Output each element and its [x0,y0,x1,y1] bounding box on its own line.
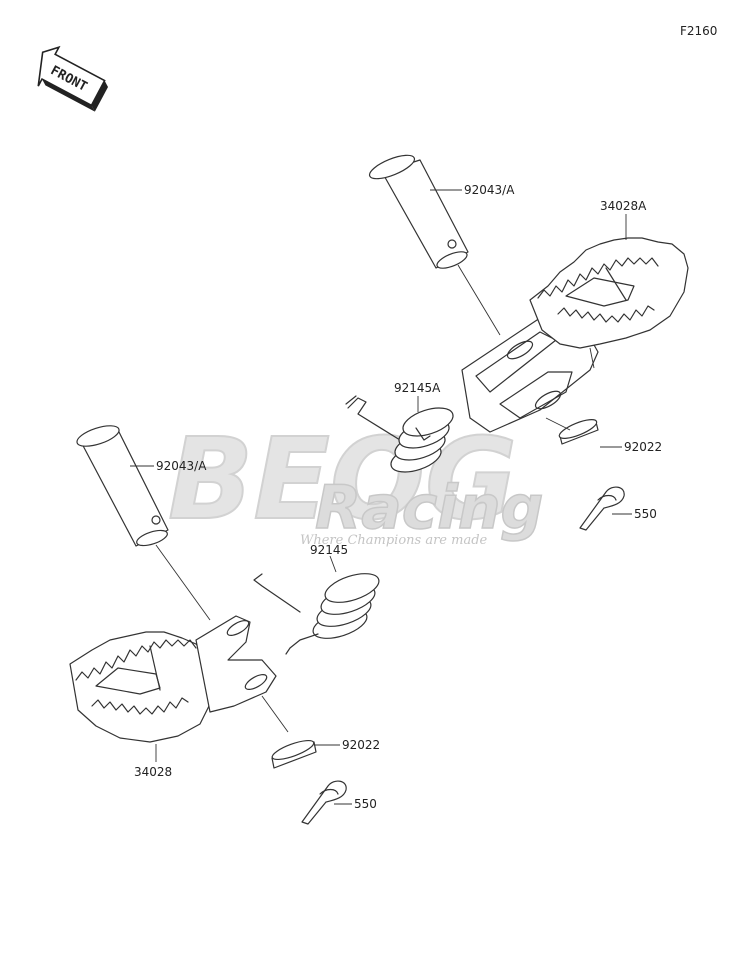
callout-washer-left: 92022 [342,738,380,752]
callout-spring-right: 92145A [394,381,441,395]
pin-right [368,154,501,336]
pin-left [76,425,211,621]
callout-washer-right: 92022 [624,440,662,454]
callout-cotter-right: 550 [634,507,657,521]
callout-pin-right: 92043/A [464,183,515,197]
footpeg-right [461,214,689,433]
callout-footpeg-left: 34028 [134,765,172,779]
spring-right [345,395,454,473]
watermark: BEOG Racing Where Champions are made [167,414,544,548]
callout-spring-left: 92145 [310,543,348,557]
washer-right [545,417,622,448]
spring-left [253,555,380,655]
cotter-pin-left [301,780,352,825]
figure-code: F2160 [680,24,717,38]
cotter-pin-right [579,486,632,531]
callout-cotter-left: 550 [354,797,377,811]
washer-left [271,739,340,769]
front-arrow-icon: FRONT [37,45,109,112]
watermark-sub: Racing [315,473,544,543]
watermark-tagline: Where Champions are made [300,533,488,548]
callout-footpeg-right: 34028A [600,199,647,213]
footpeg-left [69,615,289,762]
watermark-brand: BEOG [168,415,517,545]
callout-pin-left: 92043/A [156,459,207,473]
